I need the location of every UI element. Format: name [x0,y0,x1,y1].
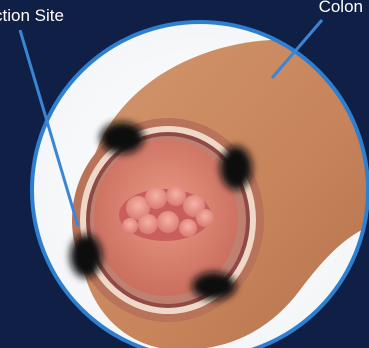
colon-label: Colon [319,0,363,17]
magnified-view [32,0,369,348]
resection-site-label: ction Site [0,6,64,26]
